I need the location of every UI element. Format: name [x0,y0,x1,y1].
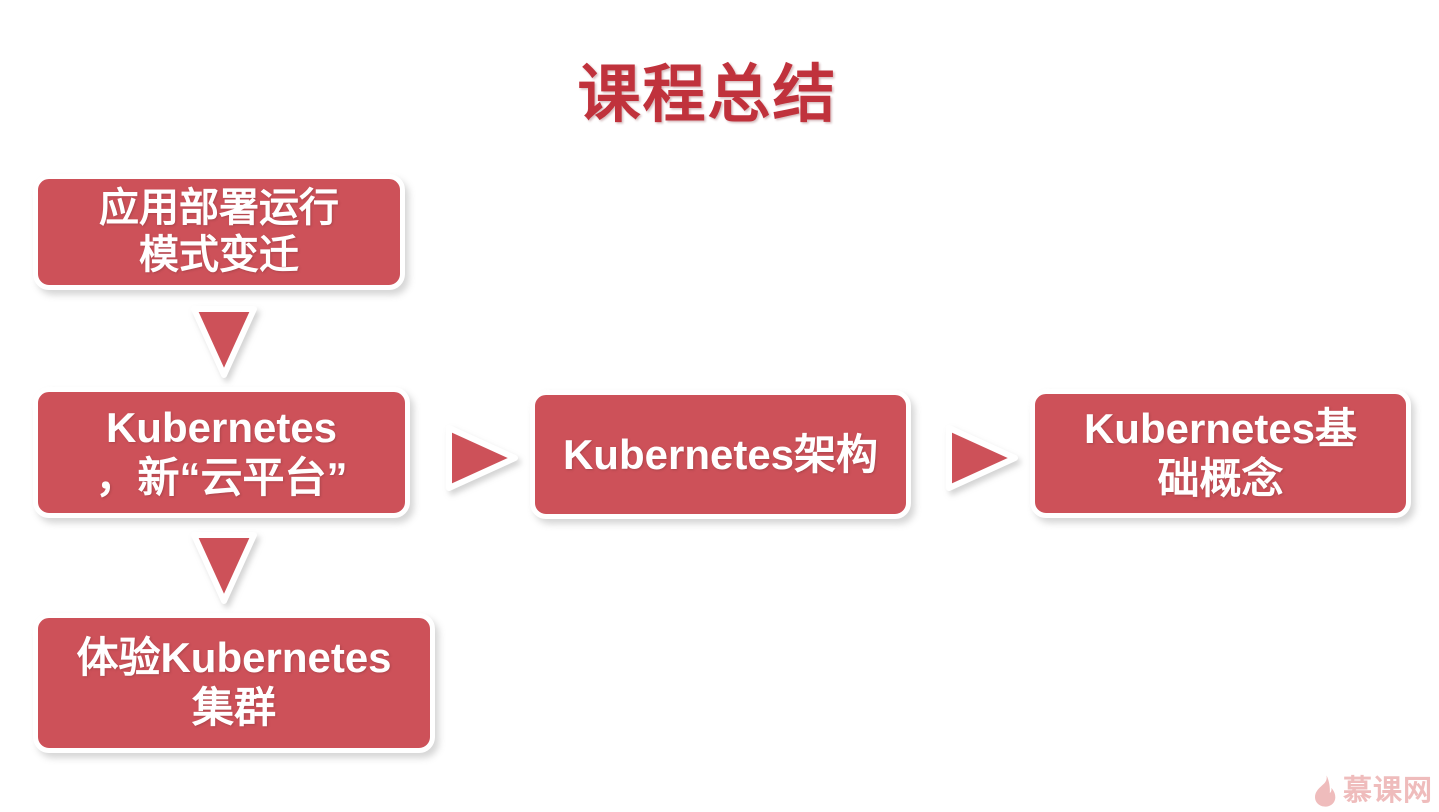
watermark: 慕课网 [1312,775,1433,807]
flow-box-kubernetes-cloud-platform[interactable]: Kubernetes ，新“云平台” [33,387,410,518]
flow-box-kubernetes-cluster[interactable]: 体验Kubernetes 集群 [33,613,435,753]
page-title: 课程总结 [577,60,838,130]
watermark-label: 慕课网 [1342,774,1433,807]
flow-box-kubernetes-basic-concepts-label: Kubernetes基 础概念 [1083,404,1358,502]
flow-box-deploy[interactable]: 应用部署运行 模式变迁 [33,174,405,290]
flow-box-kubernetes-basic-concepts[interactable]: Kubernetes基 础概念 [1030,389,1411,518]
flow-box-kubernetes-cloud-platform-label: Kubernetes ，新“云平台” [95,403,348,501]
flow-box-deploy-label: 应用部署运行 模式变迁 [99,185,339,277]
flow-box-kubernetes-architecture[interactable]: Kubernetes架构 [530,390,911,519]
arrow-right-icon [943,422,1023,494]
arrow-down-icon [188,303,260,381]
flow-box-kubernetes-cluster-label: 体验Kubernetes 集群 [76,634,392,731]
flow-box-kubernetes-architecture-label: Kubernetes架构 [562,430,879,478]
flame-icon [1312,775,1338,807]
arrow-down-icon [188,529,260,607]
arrow-right-icon [443,422,523,494]
